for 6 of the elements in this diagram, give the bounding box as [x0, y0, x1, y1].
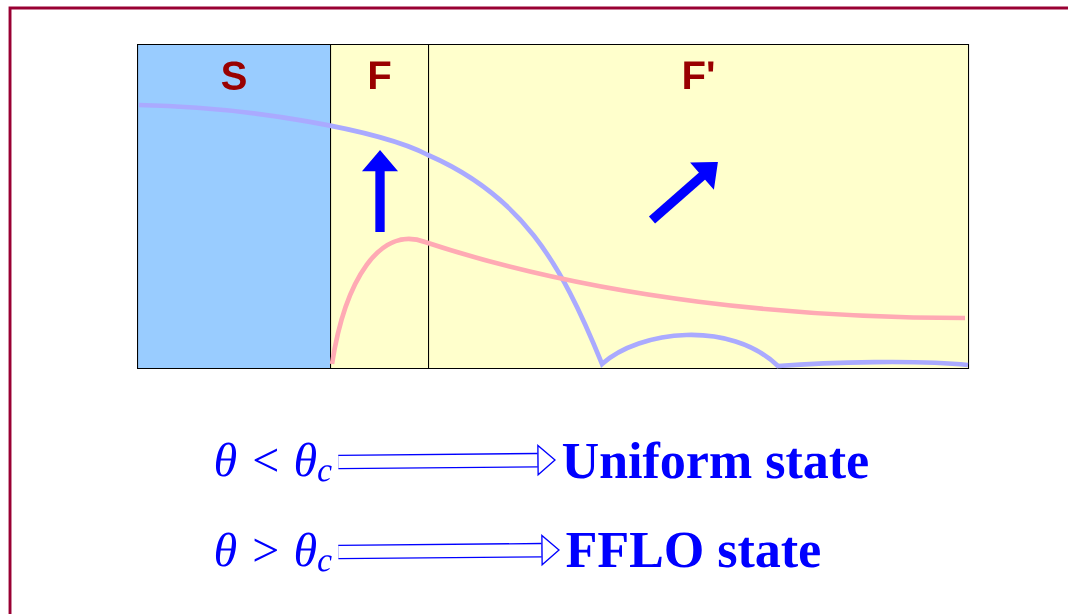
state-label: Uniform state [562, 441, 868, 479]
condition-formula: θ > θ$_{c}$ [215, 532, 332, 572]
condition-formula: θ < θ$_{c}$ [215, 442, 332, 482]
state-label: FFLO state [566, 532, 820, 568]
region-box: F [330, 44, 430, 370]
region-box: S [137, 44, 332, 370]
